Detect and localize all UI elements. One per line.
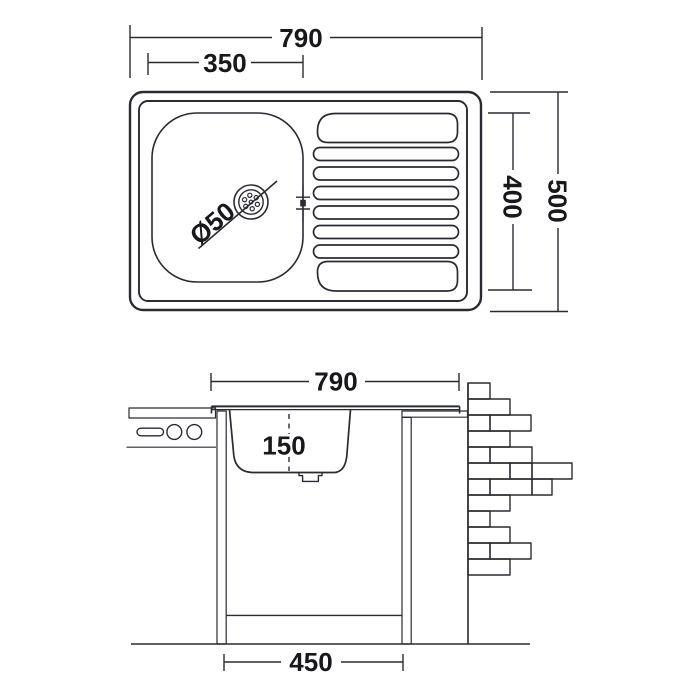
extension-line	[488, 112, 532, 291]
extension-line	[147, 53, 304, 78]
brick	[467, 382, 491, 400]
dim-overall-depth: 500	[490, 91, 573, 313]
brick	[489, 414, 532, 432]
dim-label-bowl-width: 350	[203, 48, 246, 78]
brick	[467, 510, 491, 528]
brick-wall	[467, 382, 573, 644]
drainboard-rib-bottom	[316, 260, 459, 292]
brick	[467, 526, 511, 544]
dim-label-inner-depth: 400	[498, 175, 528, 218]
drain-icon	[233, 184, 269, 220]
extension-line	[490, 91, 568, 313]
dim-label-bowl-depth: 150	[262, 430, 305, 460]
drain-hole	[249, 205, 255, 212]
section-view: 790 150	[126, 366, 573, 677]
sink-rim-section	[210, 405, 461, 414]
brick	[489, 446, 533, 464]
drain-hole	[241, 196, 248, 203]
countertop-left-hatch	[128, 407, 217, 419]
dim-bowl-width: 350	[147, 48, 304, 78]
brick	[467, 558, 511, 576]
dim-bowl-depth: 150	[262, 414, 306, 471]
brick-rows	[467, 382, 573, 576]
brick	[509, 462, 533, 480]
dim-label-drain-diameter: Ø50	[184, 196, 241, 251]
dim-base-width: 450	[223, 647, 404, 677]
appliance-knob-right	[186, 423, 203, 441]
bowl-profile	[228, 409, 352, 474]
appliance-controls	[126, 423, 216, 448]
dim-label-section-overall-width: 790	[314, 366, 357, 396]
dim-label-overall-depth: 500	[543, 179, 573, 222]
drain-outlet-stub	[298, 472, 323, 483]
brick	[467, 478, 491, 496]
extension-line	[129, 25, 483, 80]
cabinet-wall-right-hatch	[401, 416, 412, 645]
drain-outer-circle	[233, 184, 269, 220]
drain-hole	[247, 192, 253, 199]
overflow-dot	[300, 199, 306, 207]
brick	[467, 446, 491, 464]
brick	[467, 414, 491, 432]
drain-inner-circle	[238, 189, 264, 215]
brick	[467, 494, 511, 512]
drainboard-slim-ribs	[312, 146, 460, 259]
brick	[467, 430, 511, 448]
dim-section-overall-width: 790	[210, 366, 460, 396]
dim-label-top-overall-width: 790	[279, 23, 322, 53]
appliance-knob-left	[166, 423, 183, 441]
sink-inner-rim	[138, 100, 468, 302]
sink-outer-rim	[128, 90, 483, 312]
drainboard-rib	[312, 205, 460, 220]
brick	[467, 542, 491, 560]
top-view: 790 350 Ø50	[128, 23, 573, 313]
overflow-marker-icon	[296, 185, 310, 221]
brick	[531, 478, 553, 496]
drainboard	[312, 112, 460, 292]
dim-inner-depth: 400	[488, 112, 532, 291]
dim-label-base-width: 450	[289, 647, 332, 677]
rim-end-lips	[210, 406, 461, 414]
drainboard-rib	[312, 224, 460, 240]
overflow-ticks	[296, 196, 310, 210]
appliance-handle-slot	[136, 427, 165, 437]
cabinet-wall-left-hatch	[216, 410, 227, 645]
drainboard-rib	[312, 244, 460, 259]
brick	[467, 398, 511, 416]
sink-bowl	[151, 112, 304, 283]
drainboard-rib	[312, 146, 460, 162]
drainboard-rib	[312, 166, 460, 181]
brick	[467, 462, 511, 480]
drain-hole	[254, 201, 261, 208]
drainboard-rib-top	[316, 112, 459, 144]
dim-top-overall-width: 790	[129, 23, 483, 80]
brick	[489, 542, 532, 560]
brick	[531, 462, 573, 480]
brick	[489, 478, 533, 496]
countertop-right-hatch	[401, 410, 469, 418]
drainboard-rib	[312, 185, 460, 201]
drain-leader-line	[197, 180, 278, 250]
